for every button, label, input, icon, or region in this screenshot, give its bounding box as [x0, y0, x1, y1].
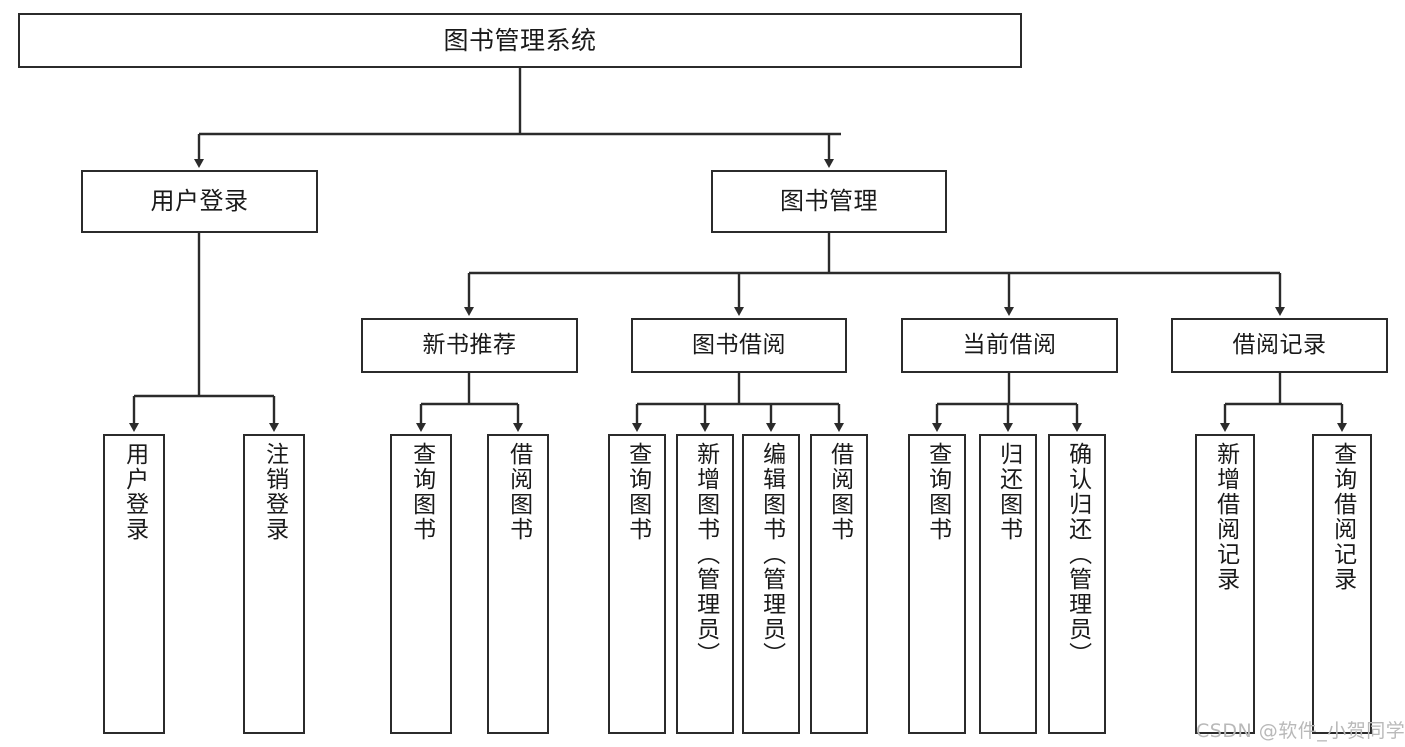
- leaf-query-book-current-label: 查询图书: [924, 442, 951, 542]
- leaf-logout-label: 注销登录: [261, 442, 288, 542]
- leaf-logout[interactable]: 注销登录: [243, 434, 305, 734]
- leaf-query-borrow-record-label: 查询借阅记录: [1329, 442, 1356, 592]
- edge-borrow-to-leaves: [632, 373, 844, 432]
- node-current-borrow[interactable]: 当前借阅: [901, 318, 1118, 373]
- leaf-query-book-recommend-label: 查询图书: [408, 442, 435, 542]
- edge-book-mgmt-to-level3: [464, 233, 1285, 316]
- leaf-query-book-borrow-label: 查询图书: [624, 442, 651, 542]
- node-user-login[interactable]: 用户登录: [81, 170, 318, 233]
- edge-user-login-to-leaves: [129, 233, 279, 432]
- leaf-borrow-book-recommend-label: 借阅图书: [505, 442, 532, 542]
- node-borrow-record[interactable]: 借阅记录: [1171, 318, 1388, 373]
- node-book-management[interactable]: 图书管理: [711, 170, 947, 233]
- leaf-query-borrow-record[interactable]: 查询借阅记录: [1312, 434, 1372, 734]
- leaf-add-book-admin[interactable]: 新增图书（管理员）: [676, 434, 734, 734]
- leaf-user-login[interactable]: 用户登录: [103, 434, 165, 734]
- watermark: CSDN @软件_小贺同学: [1196, 720, 1405, 742]
- leaf-confirm-return-admin-label: 确认归还（管理员）: [1064, 442, 1091, 667]
- node-root-label: 图书管理系统: [443, 25, 597, 55]
- leaf-return-book-label: 归还图书: [995, 442, 1022, 542]
- node-user-login-label: 用户登录: [150, 187, 249, 216]
- node-new-book-recommend[interactable]: 新书推荐: [361, 318, 578, 373]
- leaf-add-borrow-record-label: 新增借阅记录: [1212, 442, 1239, 592]
- leaf-user-login-label: 用户登录: [121, 442, 148, 542]
- leaf-query-book-current[interactable]: 查询图书: [908, 434, 966, 734]
- node-current-borrow-label: 当前借阅: [962, 331, 1057, 358]
- edge-new-book-to-leaves: [416, 373, 523, 432]
- leaf-add-borrow-record[interactable]: 新增借阅记录: [1195, 434, 1255, 734]
- node-root[interactable]: 图书管理系统: [18, 13, 1022, 68]
- leaf-edit-book-admin[interactable]: 编辑图书（管理员）: [742, 434, 800, 734]
- node-book-management-label: 图书管理: [780, 187, 878, 216]
- node-borrow-record-label: 借阅记录: [1232, 331, 1327, 358]
- leaf-return-book[interactable]: 归还图书: [979, 434, 1037, 734]
- node-book-borrow[interactable]: 图书借阅: [631, 318, 847, 373]
- leaf-edit-book-admin-label: 编辑图书（管理员）: [758, 442, 785, 667]
- node-book-borrow-label: 图书借阅: [692, 331, 786, 358]
- edge-root-to-level2: [194, 68, 841, 168]
- leaf-add-book-admin-label: 新增图书（管理员）: [692, 442, 719, 667]
- node-new-book-recommend-label: 新书推荐: [422, 331, 517, 358]
- leaf-query-book-borrow[interactable]: 查询图书: [608, 434, 666, 734]
- edge-borrow-record-to-leaves: [1220, 373, 1347, 432]
- leaf-query-book-recommend[interactable]: 查询图书: [390, 434, 452, 734]
- leaf-confirm-return-admin[interactable]: 确认归还（管理员）: [1048, 434, 1106, 734]
- edge-current-borrow-to-leaves: [932, 373, 1082, 432]
- leaf-borrow-book-recommend[interactable]: 借阅图书: [487, 434, 549, 734]
- leaf-borrow-book-label: 借阅图书: [826, 442, 853, 542]
- leaf-borrow-book[interactable]: 借阅图书: [810, 434, 868, 734]
